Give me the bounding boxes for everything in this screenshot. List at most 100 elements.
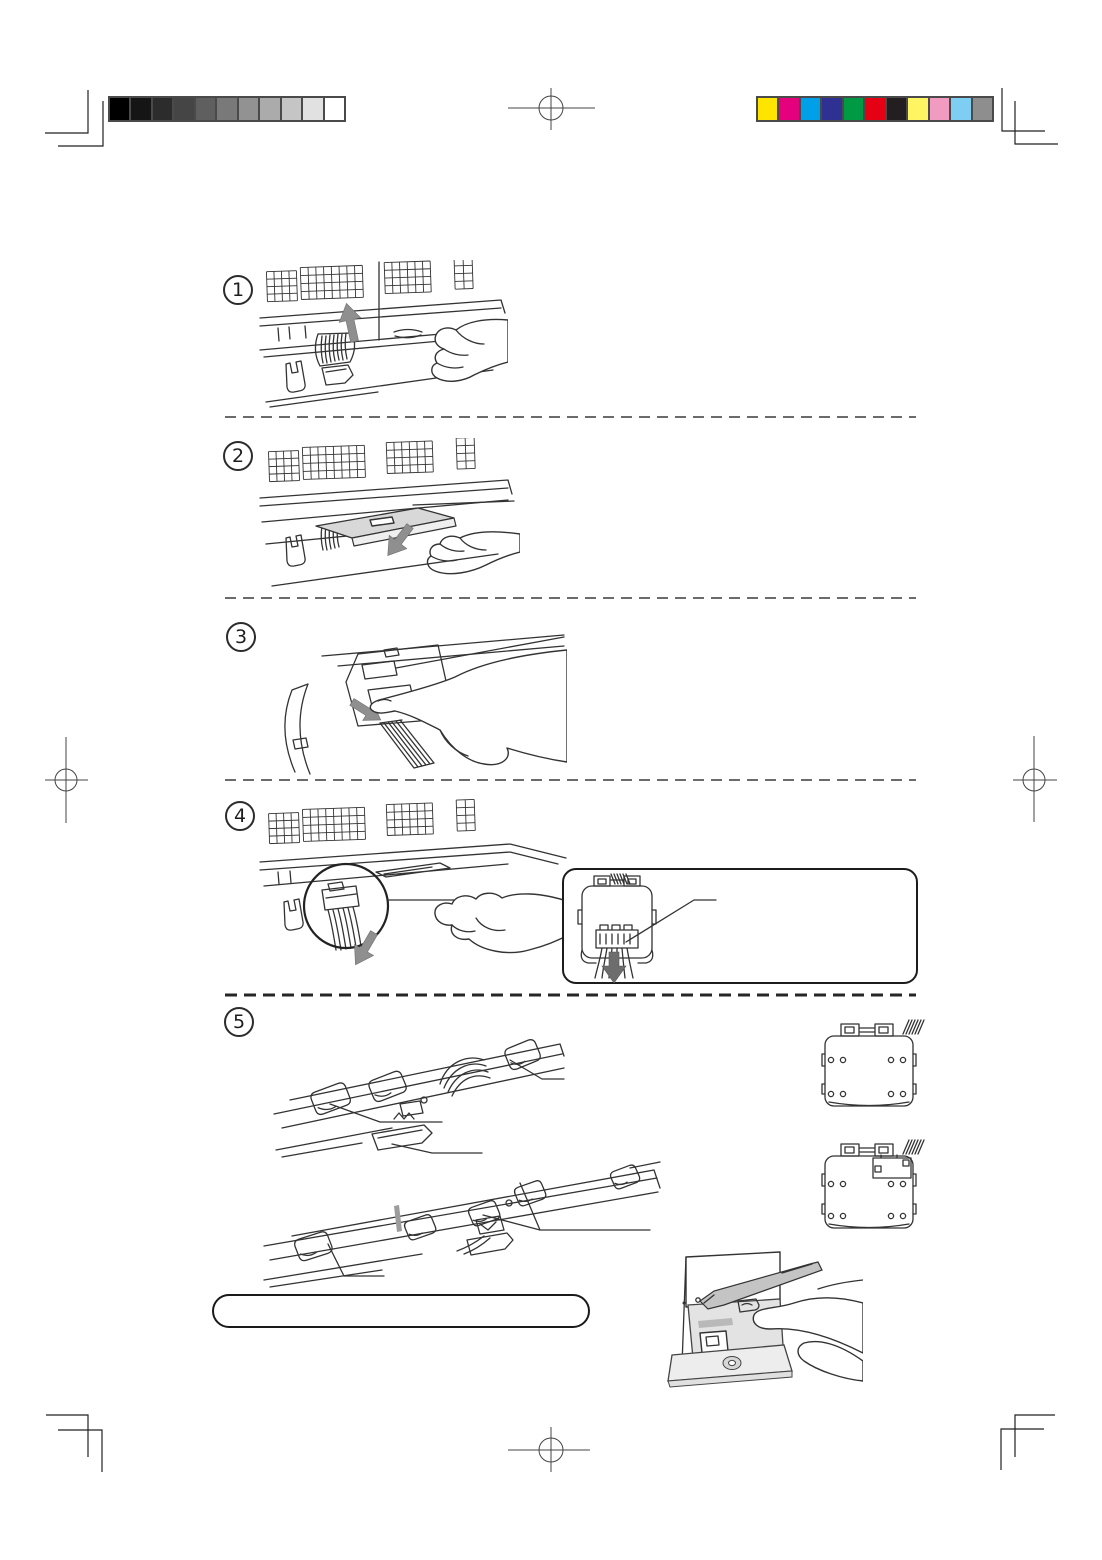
calibration-swatch	[279, 98, 302, 120]
led-dot	[682, 1301, 686, 1305]
module-body	[824, 1155, 914, 1229]
index-finger	[752, 1297, 863, 1354]
step-number-2: 2	[223, 441, 253, 471]
curved-panel	[284, 683, 311, 775]
hook-part	[368, 1070, 407, 1103]
roller-hatch	[320, 523, 340, 551]
label-strip	[698, 1318, 733, 1328]
arrow-down-left-icon	[387, 523, 414, 557]
grille-grid	[301, 806, 366, 842]
registration-mark-icon	[508, 88, 595, 130]
calibration-swatch	[215, 98, 237, 120]
rail-lines	[259, 325, 499, 358]
module-tabs	[840, 1143, 894, 1157]
hook-part	[403, 1214, 437, 1241]
grille-grid	[301, 444, 366, 480]
arrow-down-left-icon	[354, 930, 378, 966]
calibration-swatch	[758, 98, 778, 120]
step4-illustration-unplug-connector	[259, 799, 570, 966]
hand-illustration	[426, 531, 520, 575]
clip-part	[277, 870, 304, 931]
grille-grid	[453, 260, 474, 290]
connector-part	[321, 881, 360, 911]
step5-rail-upper-illustration	[273, 1039, 565, 1158]
leader-lines	[327, 1182, 651, 1277]
leader-lines	[329, 1059, 565, 1154]
panel-icon	[737, 1298, 760, 1313]
module-tabs	[840, 1023, 894, 1037]
calibration-swatch	[970, 98, 992, 120]
calibration-swatch	[927, 98, 950, 120]
bracket-part	[371, 1124, 433, 1151]
wires	[456, 1235, 491, 1255]
knob-center	[728, 1359, 736, 1367]
screw-holes	[827, 1056, 907, 1098]
hook-part	[310, 1082, 352, 1116]
calibration-swatch	[884, 98, 907, 120]
hand-illustration	[434, 892, 570, 954]
tray-lip	[667, 1370, 793, 1388]
note-box	[212, 1294, 590, 1328]
step2-illustration-pull-tray	[259, 438, 520, 587]
knob-part	[393, 328, 423, 339]
grille-grid	[268, 450, 300, 483]
display-module	[699, 1330, 729, 1354]
calibration-swatch	[863, 98, 885, 120]
step3-illustration-press-latch	[284, 634, 567, 775]
grille-grid	[385, 440, 434, 474]
calibration-swatch	[193, 98, 216, 120]
calibration-swatch	[129, 98, 151, 120]
screw-holes	[827, 1180, 907, 1220]
socket-detail	[872, 1154, 912, 1179]
step-number-5: 5	[224, 1007, 254, 1037]
rail-lines	[273, 1043, 565, 1129]
display-window	[705, 1335, 720, 1347]
wire-hatch	[610, 873, 631, 885]
step5-rail-lower-illustration	[263, 1161, 661, 1288]
base-line	[263, 1253, 423, 1288]
opening-lines	[263, 862, 509, 887]
color-calibration-bar	[756, 96, 994, 122]
hand-illustration	[431, 318, 508, 382]
clip-part	[285, 360, 306, 393]
module-bottom-view-b	[821, 1139, 925, 1229]
arrow-up-icon	[338, 302, 362, 343]
panel-edge	[681, 1256, 687, 1366]
calibration-swatch	[258, 98, 280, 120]
screw-detail	[505, 1199, 513, 1207]
calibration-swatch	[172, 98, 194, 120]
connector-socket	[595, 924, 639, 949]
registration-mark-icon	[45, 737, 88, 823]
dashed-separator	[225, 416, 916, 997]
shelf-edge	[259, 843, 567, 871]
registration-mark-icon	[1013, 736, 1057, 822]
arrow-down-icon	[601, 951, 627, 984]
leader-line	[395, 636, 565, 669]
calibration-swatch	[236, 98, 259, 120]
base-line	[271, 553, 499, 587]
grayscale-calibration-bar	[108, 96, 346, 122]
hand-finger-lines	[436, 329, 485, 369]
calibration-swatch	[798, 98, 821, 120]
calibration-swatch	[906, 98, 928, 120]
rail-lines	[263, 1161, 661, 1261]
wire-bundle	[327, 906, 362, 951]
module-edges	[821, 1173, 917, 1229]
pen-details	[703, 1263, 813, 1304]
magnifier-circle	[302, 862, 390, 950]
callout-box	[562, 868, 918, 984]
clip-part	[285, 534, 306, 567]
latch-mechanism	[393, 1100, 424, 1120]
step-number-1: 1	[223, 275, 253, 305]
reset-button-hole	[695, 1297, 701, 1303]
tray-latch-detail	[369, 516, 395, 527]
calibration-swatch	[841, 98, 864, 120]
step-number-3: 3	[226, 622, 256, 652]
module-edges	[821, 1053, 917, 1107]
hand-illustration	[369, 649, 567, 766]
calibration-swatch	[777, 98, 799, 120]
calibration-swatch	[820, 98, 842, 120]
connector-body	[581, 885, 653, 959]
